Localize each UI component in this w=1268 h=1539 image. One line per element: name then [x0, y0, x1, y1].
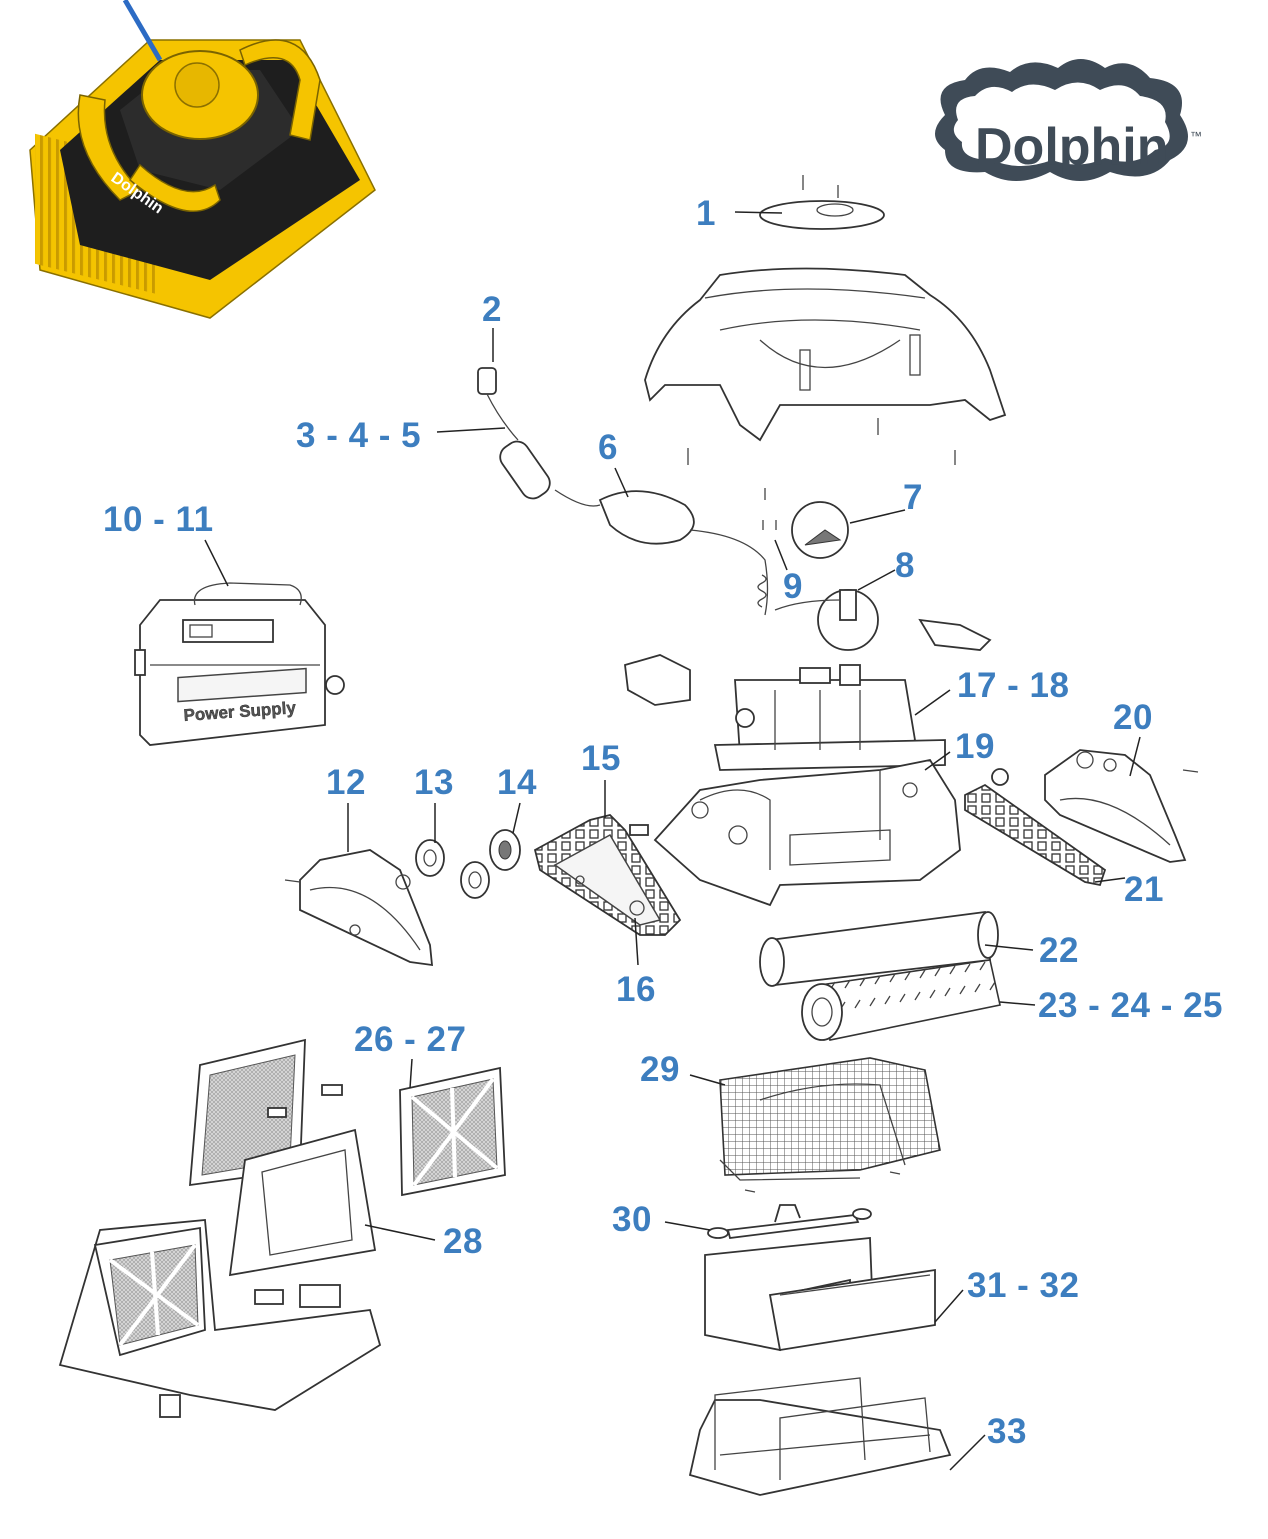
part-handle-bar — [707, 1204, 872, 1239]
leader-lines — [204, 211, 1141, 1471]
callout-20: 20 — [1113, 698, 1153, 737]
callout-29: 29 — [640, 1050, 680, 1089]
callout-3-4-5: 3 - 4 - 5 — [296, 416, 422, 455]
part-motor-unit — [624, 618, 992, 771]
part-clips — [762, 488, 879, 651]
part-caddy-base — [688, 1377, 952, 1496]
callout-2: 2 — [482, 290, 502, 329]
callout-9: 9 — [783, 567, 803, 606]
callout-22: 22 — [1039, 931, 1079, 970]
dolphin-logo: Dolphin ™ — [935, 59, 1202, 181]
callout-15: 15 — [581, 739, 621, 778]
logo-wordmark: Dolphin — [975, 118, 1169, 176]
part-left-side-plate — [284, 849, 434, 967]
part-top-shell — [644, 267, 1007, 465]
callout-30: 30 — [612, 1200, 652, 1239]
part-brush — [801, 959, 1001, 1041]
callout-13: 13 — [414, 763, 454, 802]
callout-7: 7 — [903, 478, 923, 517]
callout-33: 33 — [987, 1412, 1027, 1451]
callout-17-18: 17 - 18 — [957, 666, 1070, 705]
callout-1: 1 — [696, 194, 716, 233]
callout-8: 8 — [895, 546, 915, 585]
part-chassis — [653, 758, 1009, 907]
part-top-cap — [759, 175, 885, 230]
logo-trademark: ™ — [1190, 129, 1202, 143]
part-right-side-plate — [1044, 749, 1199, 863]
callout-31-32: 31 - 32 — [967, 1266, 1080, 1305]
callout-10-11: 10 - 11 — [103, 500, 214, 539]
part-left-track — [533, 814, 682, 936]
part-filter-housing — [58, 1038, 506, 1418]
callout-19: 19 — [955, 727, 995, 766]
callout-14: 14 — [497, 763, 537, 802]
part-caddy-bracket — [704, 1237, 936, 1352]
callout-28: 28 — [443, 1222, 483, 1261]
callout-21: 21 — [1124, 870, 1164, 909]
callout-26-27: 26 - 27 — [354, 1020, 467, 1059]
robot-product-photo: Dolphin — [29, 0, 376, 319]
callout-16: 16 — [616, 970, 656, 1009]
part-bearings — [415, 829, 521, 899]
callout-23-24-25: 23 - 24 - 25 — [1038, 986, 1223, 1025]
callout-6: 6 — [598, 428, 618, 467]
callout-12: 12 — [326, 763, 366, 802]
part-cable-assembly — [477, 367, 769, 616]
part-power-supply: Power Supply — [134, 582, 345, 746]
part-filter-basket — [719, 1057, 941, 1193]
part-right-track — [964, 783, 1107, 887]
